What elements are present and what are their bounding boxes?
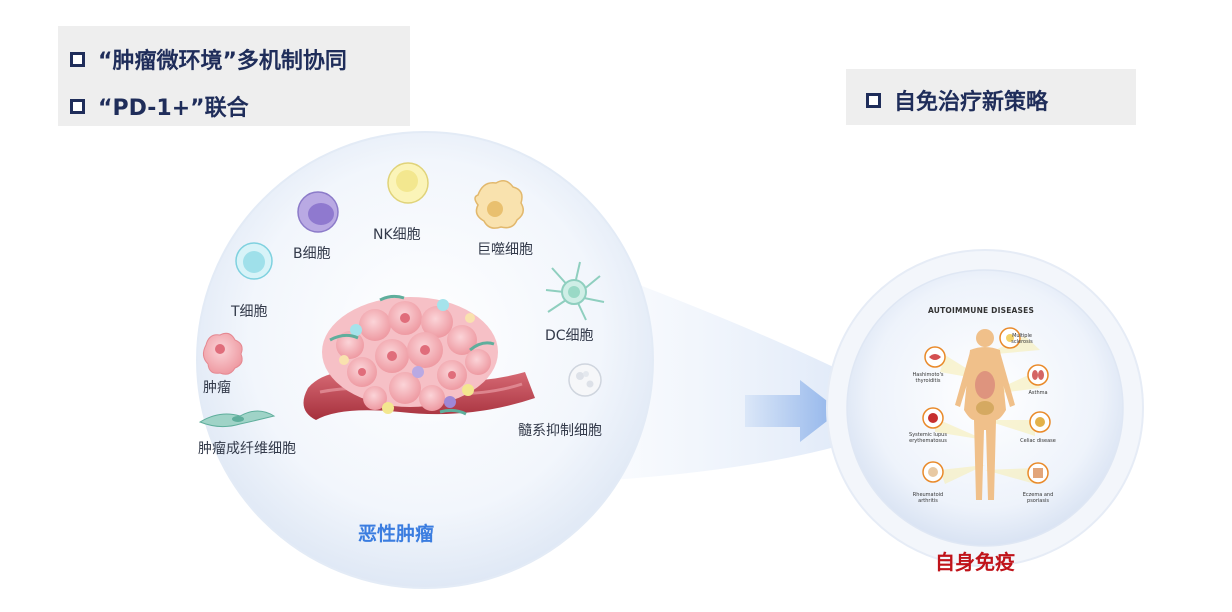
disease-celiac: Celiac disease <box>1020 438 1056 444</box>
fibroblast-icon <box>198 410 276 428</box>
tumor-mass-illustration <box>303 294 535 420</box>
t-cell-label: T细胞 <box>231 304 268 320</box>
arrow-right-icon <box>745 380 840 442</box>
b-cell-label: B细胞 <box>293 246 331 262</box>
tumor-label: 肿瘤 <box>203 380 231 396</box>
disease-ra: Rheumatoid arthritis <box>912 492 944 504</box>
checkbox-icon <box>70 98 85 114</box>
nk-cell-label: NK细胞 <box>373 227 421 243</box>
t-cell-icon <box>235 242 273 280</box>
bullet-tme: “肿瘤微环境”多机制协同 <box>70 43 347 75</box>
disease-eczema: Eczema and psoriasis <box>1022 492 1054 504</box>
bullet-pd1-text: “PD-1+”联合 <box>98 96 249 121</box>
human-body-illustration <box>935 329 1040 500</box>
tumor-circle-title: 恶性肿瘤 <box>358 523 435 545</box>
autoimmune-title: 自身免疫 <box>935 550 1015 574</box>
bullet-tme-text: “肿瘤微环境”多机制协同 <box>98 49 347 74</box>
tumor-cell-icon <box>202 332 243 375</box>
strategy-panel-right <box>846 69 1136 125</box>
disease-hashimoto: Hashimoto's thyroiditis <box>912 372 944 384</box>
autoimmune-heading: AUTOIMMUNE DISEASES <box>928 306 1035 315</box>
b-cell-icon <box>297 191 339 233</box>
macrophage-icon <box>474 180 524 229</box>
disease-asthma: Asthma <box>1028 390 1048 396</box>
bullet-pd1: “PD-1+”联合 <box>70 90 249 122</box>
strategy-panel-left <box>58 26 410 126</box>
fibroblast-label: 肿瘤成纤维细胞 <box>198 441 296 457</box>
macrophage-label: 巨噬细胞 <box>477 242 533 258</box>
disease-sle: Systemic lupus erythematosus <box>909 432 947 444</box>
bullet-autoimmune: 自免治疗新策略 <box>866 84 1048 116</box>
connector-beam <box>600 270 860 480</box>
mdsc-label: 髓系抑制细胞 <box>518 423 602 439</box>
dc-cell-label: DC细胞 <box>545 328 594 344</box>
checkbox-icon <box>866 92 881 108</box>
mdsc-icon <box>568 363 602 397</box>
nk-cell-icon <box>387 162 429 204</box>
checkbox-icon <box>70 51 85 67</box>
disease-ms: Multiple sclerosis <box>1011 333 1033 345</box>
dc-cell-icon <box>545 261 605 321</box>
bullet-autoimmune-text: 自免治疗新策略 <box>894 90 1049 115</box>
